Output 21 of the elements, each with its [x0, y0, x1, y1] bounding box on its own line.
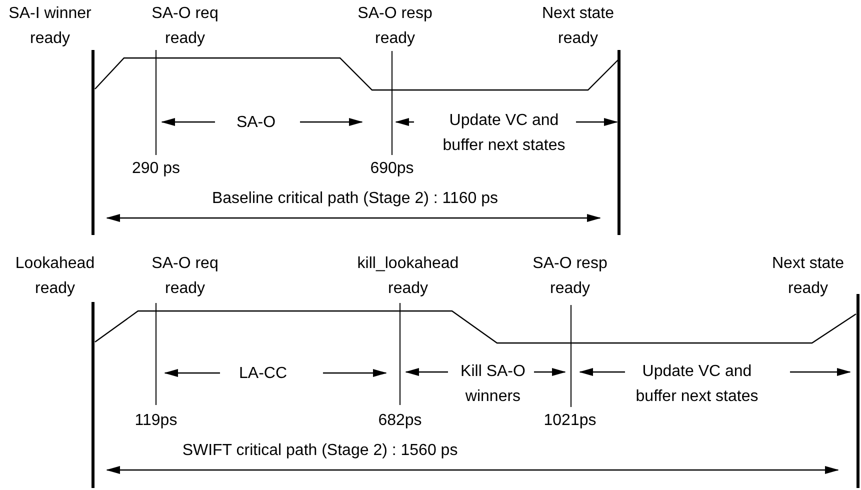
timing-label: 1021ps	[544, 411, 596, 431]
timing-label: 690ps	[370, 159, 414, 179]
timing-label: Kill SA-O winners	[460, 362, 526, 407]
timing-label: SWIFT critical path (Stage 2) : 1560 ps	[182, 441, 458, 461]
timing-label: SA-O	[236, 113, 276, 133]
timing-label: Next state ready	[770, 254, 846, 299]
timing-label: Update VC and buffer next states	[442, 111, 566, 156]
timing-label: LA-CC	[239, 364, 287, 384]
timing-label: 682ps	[378, 411, 422, 431]
timing-label: SA-O resp ready	[356, 4, 434, 49]
timing-label: SA-O req ready	[150, 254, 220, 299]
timing-label: Update VC and buffer next states	[634, 362, 760, 407]
timing-label: Baseline critical path (Stage 2) : 1160 ps	[212, 189, 498, 209]
timing-label: 119ps	[134, 411, 178, 431]
timing-label: Next state ready	[540, 4, 616, 49]
timing-label: kill_lookahead ready	[356, 254, 460, 299]
timing-label: SA-O resp ready	[532, 254, 608, 299]
timing-label: 290 ps	[132, 159, 180, 179]
timing-label: Lookahead ready	[14, 254, 96, 299]
timing-label: SA-O req ready	[150, 4, 220, 49]
timing-label: SA-I winner ready	[8, 4, 92, 49]
